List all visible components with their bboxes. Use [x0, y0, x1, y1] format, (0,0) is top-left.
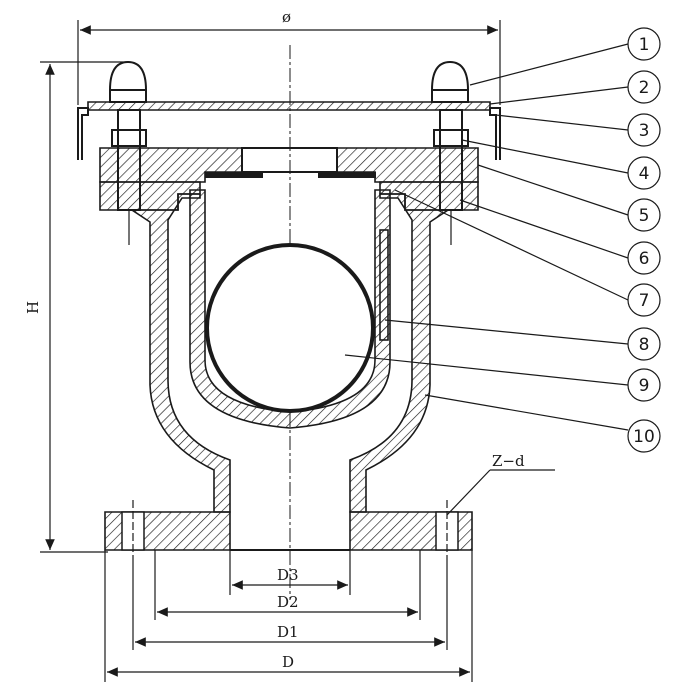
- dimension-d: D: [104, 550, 473, 682]
- callout-7: 7: [627, 283, 661, 317]
- dimension-d3: D3: [229, 550, 351, 595]
- callout-6: 6: [627, 241, 661, 275]
- leader-lines: [344, 43, 629, 431]
- callout-label-6: 6: [639, 249, 650, 269]
- bolt-hole-callout: Z−d: [446, 452, 555, 516]
- gaskets: [205, 172, 376, 178]
- dimension-height: H: [24, 61, 128, 553]
- float-cage: [189, 189, 391, 429]
- callout-9: 9: [627, 368, 661, 402]
- callout-label-5: 5: [639, 206, 650, 226]
- dim-label-height: H: [24, 301, 42, 314]
- body-flange-top: [99, 181, 479, 211]
- callout-label-4: 4: [639, 164, 650, 184]
- valve-body: [129, 193, 451, 513]
- bottom-flange: [104, 500, 473, 560]
- dim-label-d1: D1: [277, 623, 299, 641]
- callout-1: 1: [627, 27, 661, 61]
- callout-label-3: 3: [639, 121, 650, 141]
- dimension-d2: D2: [154, 550, 421, 620]
- callout-3: 3: [627, 113, 661, 147]
- callout-label-9: 9: [639, 376, 650, 396]
- callout-5: 5: [627, 198, 661, 232]
- dim-label-d2: D2: [277, 593, 299, 611]
- float-ball: [205, 243, 375, 413]
- acorn-nuts: [108, 60, 470, 103]
- callout-8: 8: [627, 327, 661, 361]
- callout-2: 2: [627, 70, 661, 104]
- dim-label-bolt-holes: Z−d: [492, 452, 525, 470]
- dimension-d1: D1: [132, 560, 448, 650]
- callout-label-2: 2: [639, 78, 650, 98]
- callout-label-1: 1: [639, 35, 650, 55]
- callout-label-7: 7: [639, 291, 650, 311]
- callout-10: 10: [627, 419, 661, 453]
- callout-4: 4: [627, 156, 661, 190]
- callout-label-8: 8: [639, 335, 650, 355]
- top-cover: [77, 101, 501, 160]
- dim-label-d3: D3: [277, 566, 299, 584]
- dim-label-flange-diameter: ø: [282, 8, 291, 26]
- dim-label-d: D: [282, 653, 294, 671]
- cover-plate: [99, 147, 479, 183]
- callout-label-10: 10: [633, 427, 655, 447]
